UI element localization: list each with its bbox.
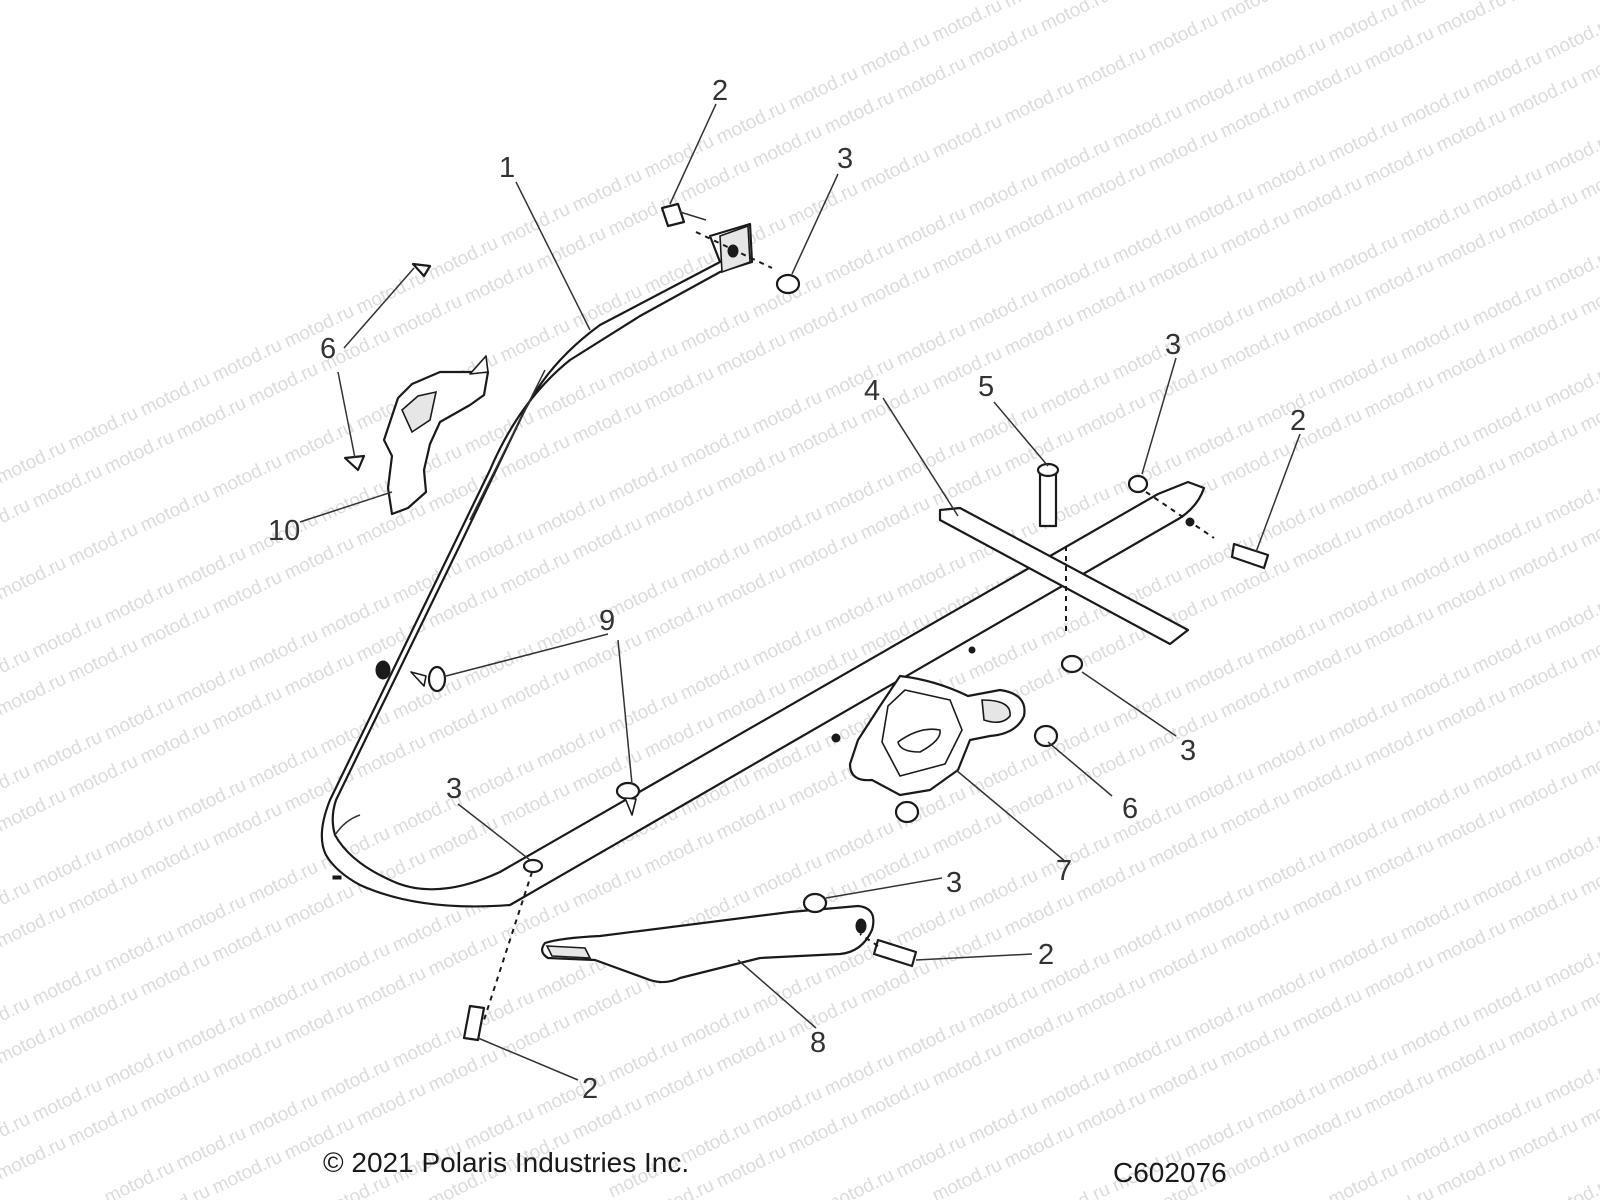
watermark-text: motod.ru (821, 1165, 898, 1200)
watermark-text: motod.ru (1433, 0, 1510, 40)
watermark-text: motod.ru (0, 495, 34, 547)
watermark-text: motod.ru (101, 1157, 178, 1200)
watermark-text: motod.ru (1541, 1173, 1600, 1200)
callout-6: 6 (1122, 793, 1138, 825)
watermark-text: motod.ru (209, 451, 286, 503)
watermark-text: motod.ru (1541, 593, 1600, 645)
nut-icon (894, 724, 1059, 824)
nut-icon (802, 892, 828, 914)
callout-2: 2 (1038, 939, 1054, 971)
watermark-text: motod.ru (1001, 77, 1078, 129)
callout-8: 8 (810, 1027, 826, 1059)
guard-bracket (382, 355, 490, 516)
watermark-text: motod.ru (1505, 0, 1582, 6)
watermark-text: motod.ru (0, 553, 70, 605)
watermark-text: motod.ru (1073, 43, 1150, 95)
watermark-text: motod.ru (1541, 129, 1600, 181)
watermark-text: motod.ru (0, 1017, 70, 1069)
watermark-text: motod.ru (929, 111, 1006, 163)
watermark-text: motod.ru (1541, 825, 1600, 877)
callout-2: 2 (1290, 405, 1306, 437)
watermark-text: motod.ru (857, 145, 934, 197)
callout-2: 2 (712, 75, 728, 107)
bolt-icon (1036, 462, 1067, 636)
watermark-text: motod.ru (1325, 1159, 1402, 1200)
callout-1: 1 (499, 152, 515, 184)
hitch-plate (848, 674, 1026, 797)
watermark-text: motod.ru (1217, 0, 1294, 26)
callout-9: 9 (599, 605, 615, 637)
callout-3: 3 (837, 143, 853, 175)
pad-strip (938, 506, 1190, 646)
watermark-text: motod.ru (65, 519, 142, 571)
watermark-text: motod.ru (1541, 941, 1600, 993)
leader-lines (299, 103, 1301, 1081)
watermark-text: motod.ru (1541, 245, 1600, 297)
watermark-text: motod.ru (1037, 1179, 1114, 1200)
watermark-text: motod.ru (1541, 361, 1600, 413)
callout-6: 6 (320, 333, 336, 365)
figure-code: C602076 (1113, 1157, 1227, 1188)
watermark-text: motod.ru (1541, 13, 1600, 65)
callout-5: 5 (978, 371, 994, 403)
callout-3: 3 (446, 773, 462, 805)
nut-icon (1060, 654, 1084, 674)
watermark-text: motod.ru (137, 485, 214, 537)
watermark-text: motod.ru (1145, 9, 1222, 61)
watermark-text: motod.ru (0, 901, 70, 953)
watermark-text: motod.ru (1037, 0, 1114, 36)
push-rivet-icon (615, 781, 641, 816)
watermark-text: motod.ru (1541, 1057, 1600, 1109)
copyright-notice: © 2021 Polaris Industries Inc. (323, 1147, 690, 1178)
nut-icon (483, 858, 544, 1021)
callout-2: 2 (582, 1073, 598, 1105)
frame-tube (320, 222, 1206, 908)
callout-10: 10 (268, 515, 300, 547)
callout-4: 4 (864, 375, 880, 407)
bolt-icon (462, 1004, 486, 1042)
callout-3: 3 (946, 867, 962, 899)
nut-icon (775, 273, 801, 295)
push-rivet-icon (410, 665, 447, 693)
watermark-text: motod.ru (1541, 477, 1600, 529)
callout-3: 3 (1180, 735, 1196, 767)
watermark-text: motod.ru (1109, 0, 1186, 2)
lower-bracket (541, 904, 875, 984)
watermark-text: motod.ru (0, 1133, 70, 1185)
callout-7: 7 (1056, 855, 1072, 887)
bolt-icon (859, 933, 918, 968)
watermark-text: motod.ru (281, 417, 358, 469)
bolt-icon (660, 202, 773, 269)
watermark-text: motod.ru (1541, 709, 1600, 761)
callout-3: 3 (1165, 329, 1181, 361)
nut-icon (1127, 474, 1215, 539)
watermark-text: motod.ru (0, 669, 70, 721)
watermark-text: motod.ru (0, 785, 70, 837)
